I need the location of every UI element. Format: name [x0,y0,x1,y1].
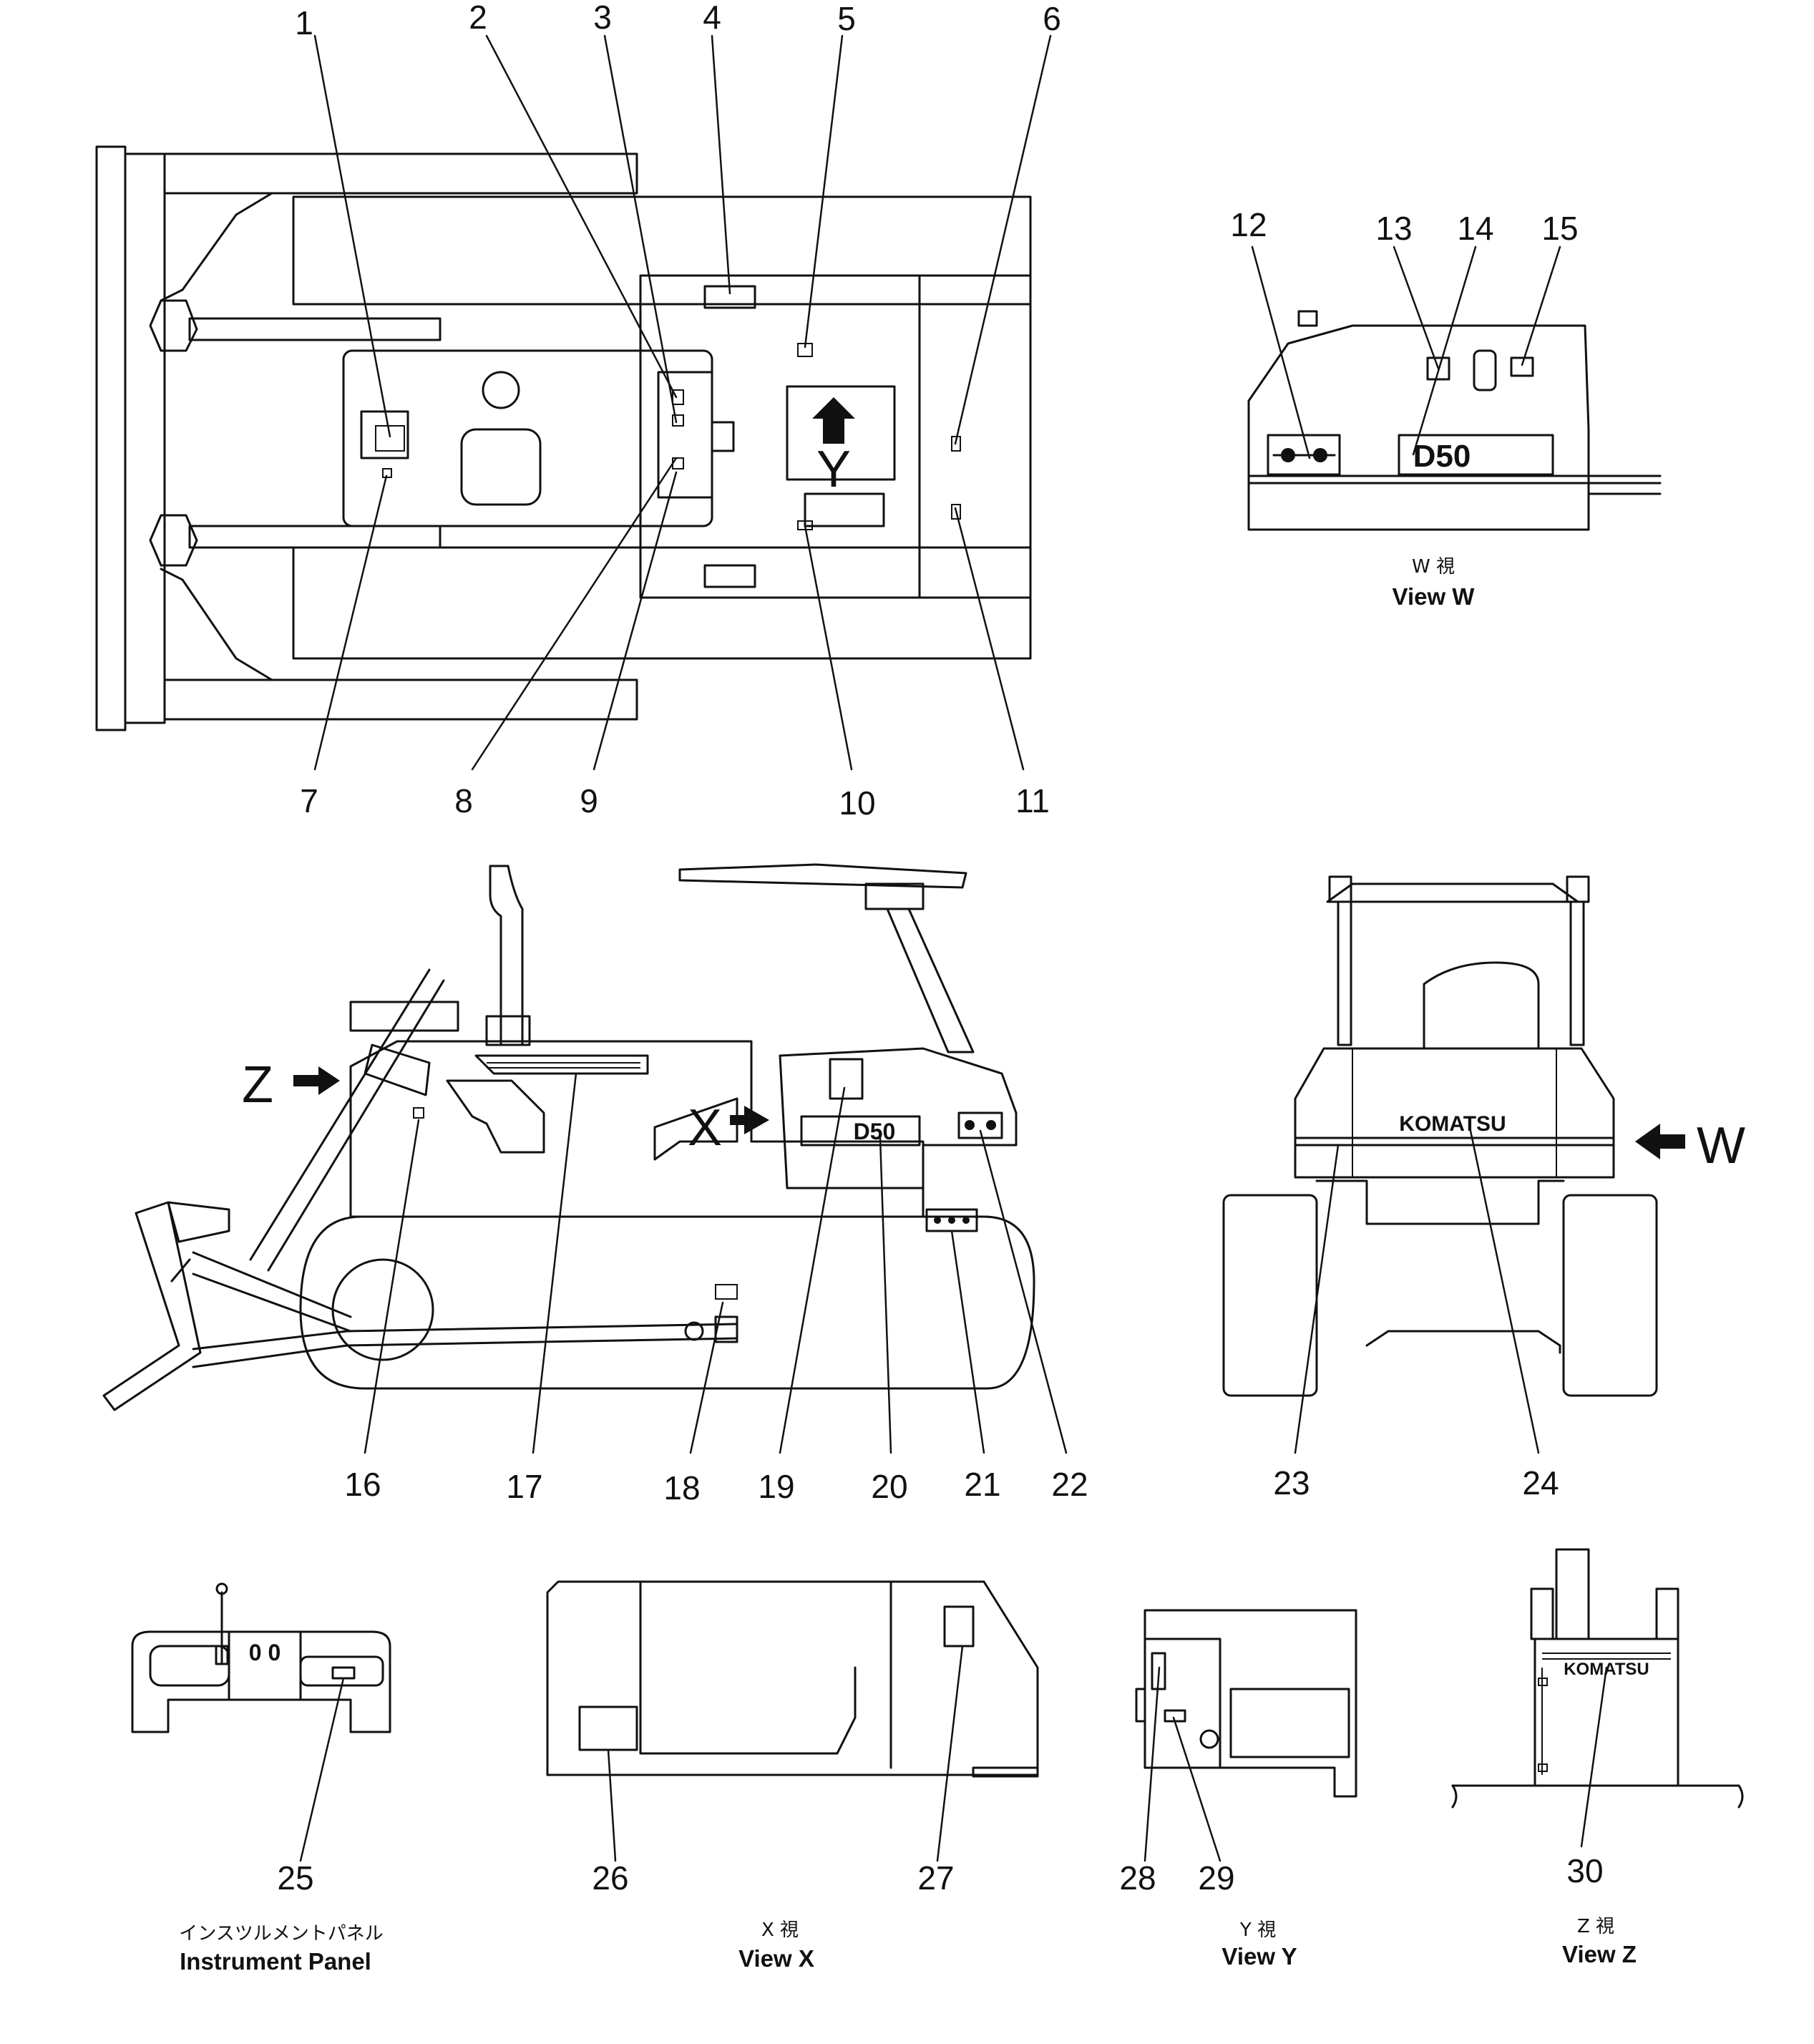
view-y-caption: View Y [1221,1943,1297,1970]
view-w-callouts: 12 13 14 15 [1230,206,1578,247]
callout-26: 26 [592,1859,628,1897]
callout-3: 3 [593,0,612,36]
side-view-drawing: D50 X Z [102,863,1035,1411]
top-view-callouts: 1 2 3 4 5 6 7 8 9 10 11 [295,0,1061,822]
leader-28 [1143,1666,1161,1862]
model-decal-side: D50 [854,1119,896,1144]
callout-14: 14 [1457,210,1493,247]
callout-20: 20 [871,1468,907,1505]
panel-gauge-label: 0 0 [249,1640,281,1665]
callout-28: 28 [1119,1859,1156,1897]
callout-23: 23 [1273,1464,1310,1502]
view-z-caption-jp: Z 視 [1577,1916,1614,1937]
view-w-leaders [1251,245,1561,459]
leader-25 [299,1677,345,1862]
view-z-caption: View Z [1562,1941,1637,1967]
view-z-marker-letter: Z [242,1056,273,1114]
leader-27 [936,1645,964,1862]
view-w-caption-jp: W 視 [1412,556,1455,578]
view-w-marker-letter: W [1697,1117,1745,1174]
callout-21: 21 [964,1466,1000,1503]
callout-8: 8 [454,782,473,819]
leader-30 [1580,1666,1608,1848]
view-y-marker-letter: Y [816,441,851,498]
top-view-drawing: Y [95,145,1032,731]
callout-22: 22 [1051,1466,1088,1503]
callout-13: 13 [1375,210,1412,247]
panel-caption-jp: インスツルメントパネル [179,1923,383,1945]
callout-12: 12 [1230,206,1267,243]
callout-7: 7 [300,782,318,819]
view-x-caption-jp: X 視 [761,1919,799,1941]
callout-24: 24 [1522,1464,1559,1502]
callout-10: 10 [839,784,875,822]
view-x-drawing [546,1580,1039,1778]
instrument-panel-drawing: 0 0 [131,1582,391,1733]
rear-view-leaders [1294,1129,1540,1454]
model-decal-view-w: D50 [1413,439,1471,474]
callout-9: 9 [580,782,598,819]
callout-15: 15 [1541,210,1578,247]
callout-18: 18 [663,1469,700,1507]
callout-16: 16 [344,1466,381,1503]
view-x-marker-letter: X [688,1099,722,1157]
view-z-drawing: KOMATSU [1451,1548,1744,1809]
view-y-caption-jp: Y 視 [1239,1919,1276,1941]
callout-30: 30 [1566,1852,1603,1889]
brand-decal-rear: KOMATSU [1399,1112,1506,1136]
panel-caption: Instrument Panel [180,1948,371,1975]
callout-25: 25 [277,1859,313,1897]
view-w-drawing: D50 [1247,310,1662,531]
rear-view-callouts: 23 24 [1273,1464,1559,1502]
side-view-leaders [364,1072,1068,1454]
callout-6: 6 [1043,0,1061,37]
view-y-drawing [1135,1609,1357,1798]
view-w-caption: View W [1393,583,1476,610]
rear-view-drawing: KOMATSU W [1222,875,1745,1397]
callout-29: 29 [1198,1859,1234,1897]
leader-29 [1172,1716,1221,1862]
side-view-callouts: 16 17 18 19 20 21 22 [344,1466,1088,1507]
callout-11: 11 [1015,782,1050,819]
callout-2: 2 [469,0,487,36]
view-x-caption: View X [738,1945,814,1972]
callout-5: 5 [837,0,856,37]
callout-1: 1 [295,4,313,42]
callout-19: 19 [758,1468,794,1505]
callout-4: 4 [703,0,721,36]
top-view-leader-lines [313,34,1052,771]
callout-27: 27 [917,1859,954,1897]
callout-17: 17 [506,1468,542,1505]
leader-26 [607,1748,617,1862]
